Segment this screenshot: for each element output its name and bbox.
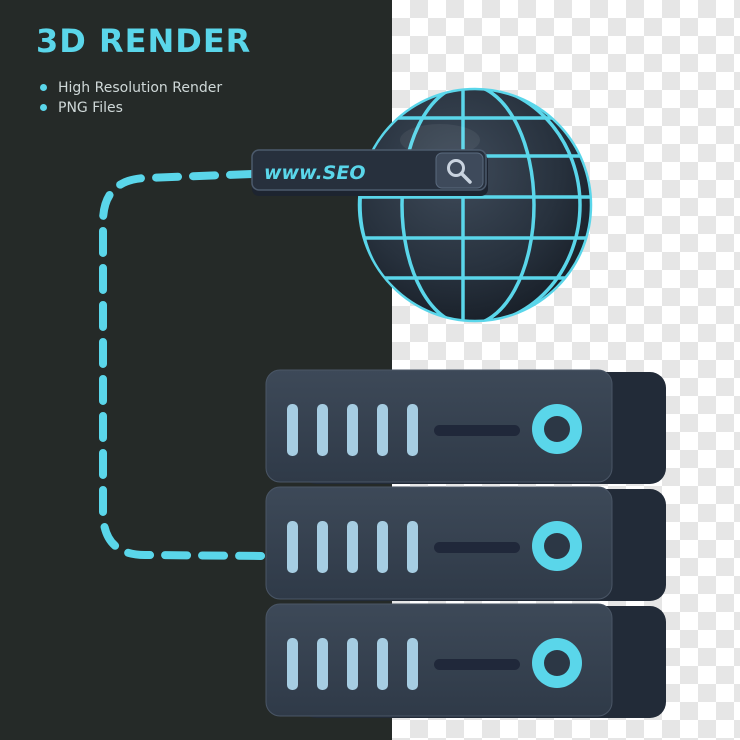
vent-slot	[377, 638, 388, 690]
feature-label: High Resolution Render	[58, 80, 223, 96]
search-bar-text: www.SEO	[264, 162, 365, 184]
feature-item: PNG Files	[40, 98, 222, 118]
search-bar[interactable]: www.SEO	[251, 149, 488, 196]
server-rack-icon	[265, 369, 666, 718]
vent-slot	[317, 521, 328, 573]
vent-slot	[317, 404, 328, 456]
page-title: 3D RENDER	[36, 22, 252, 60]
feature-label: PNG Files	[58, 100, 123, 116]
feature-item: High Resolution Render	[40, 78, 222, 98]
indicator-bar	[434, 542, 520, 553]
vent-slot	[407, 521, 418, 573]
dashed-connector-line	[99, 170, 272, 560]
server-unit	[265, 603, 666, 718]
vent-slot	[377, 404, 388, 456]
bullet-icon	[40, 104, 47, 111]
vent-slot	[347, 521, 358, 573]
server-unit	[265, 486, 666, 601]
vent-slot	[347, 404, 358, 456]
vent-slot	[347, 638, 358, 690]
vent-slot	[377, 521, 388, 573]
globe-icon	[357, 87, 593, 323]
magnifier-icon[interactable]	[435, 152, 484, 189]
vent-slot	[317, 638, 328, 690]
server-unit	[265, 369, 666, 484]
bullet-icon	[40, 84, 47, 91]
indicator-bar	[434, 659, 520, 670]
vent-slot	[407, 638, 418, 690]
vent-slot	[407, 404, 418, 456]
vent-slot	[287, 404, 298, 456]
vent-slot	[287, 638, 298, 690]
vent-slot	[287, 521, 298, 573]
feature-list: High Resolution Render PNG Files	[40, 78, 222, 118]
indicator-bar	[434, 425, 520, 436]
